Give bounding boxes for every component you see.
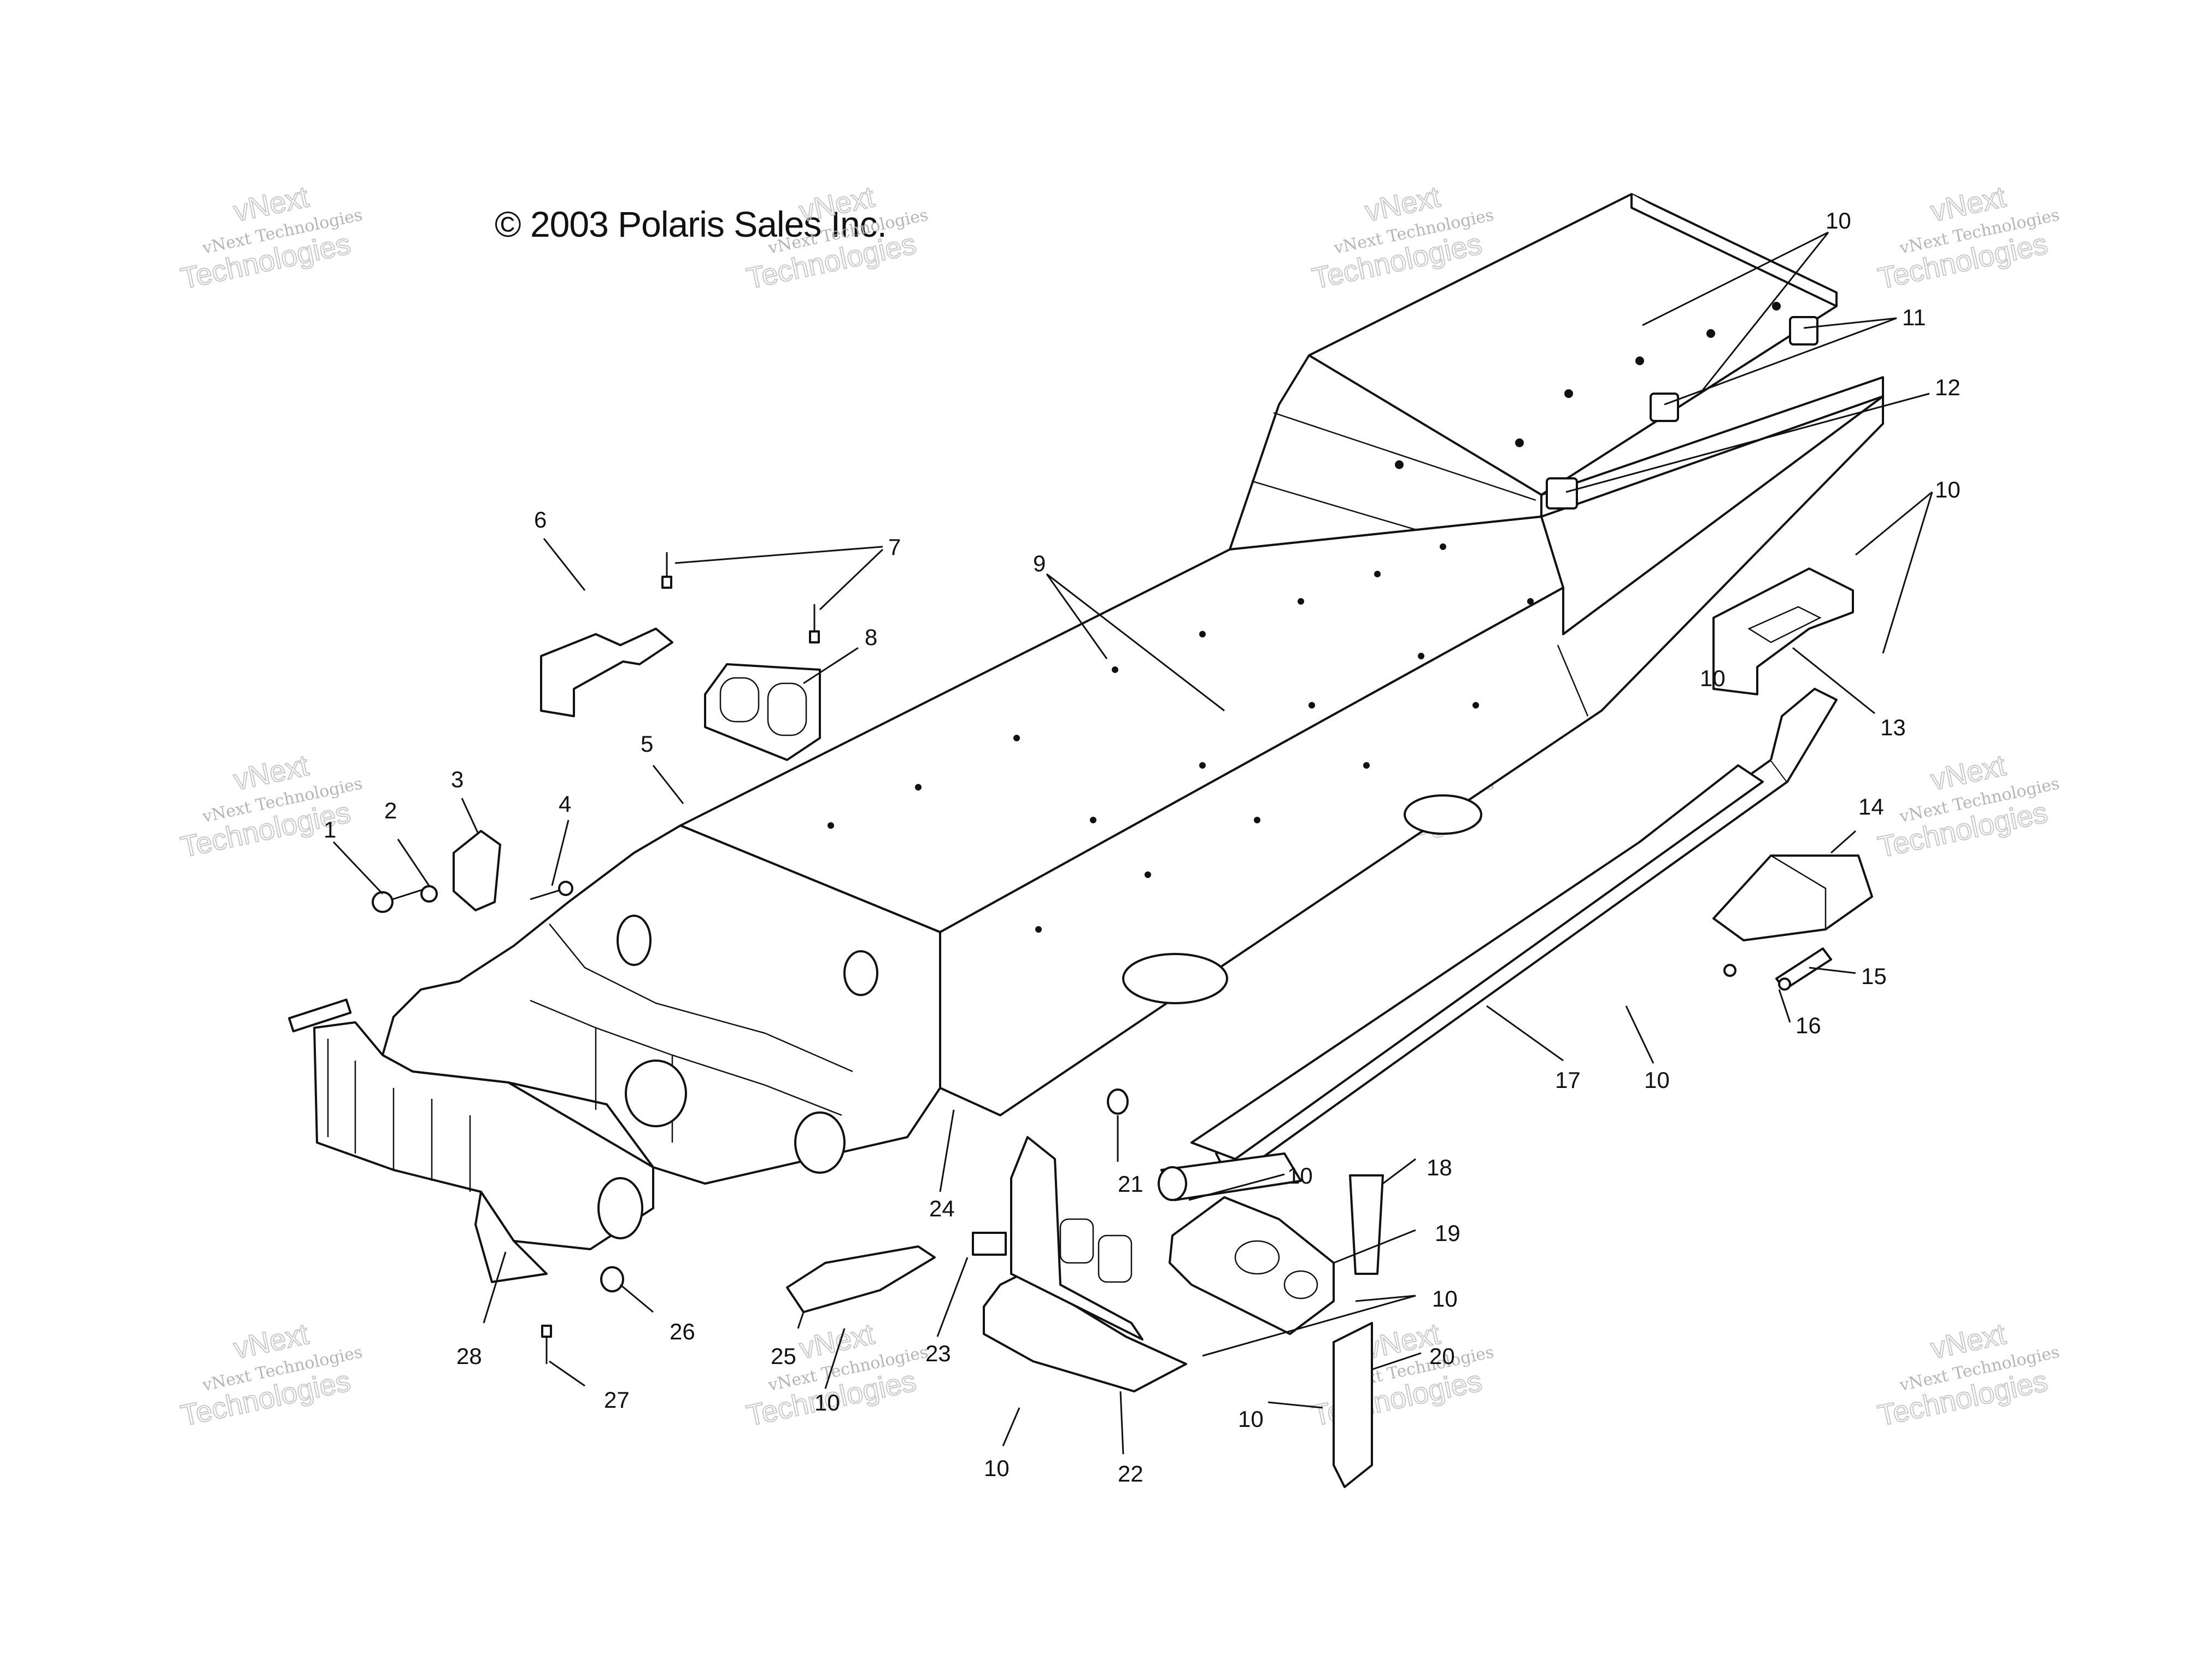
callout-10: 10	[1238, 1406, 1264, 1432]
part-22-skid	[983, 1273, 1187, 1392]
callout-7: 7	[888, 534, 901, 560]
running-board	[1158, 688, 1838, 1201]
part-8-vent	[704, 663, 821, 761]
part-19-guard	[1169, 1196, 1335, 1335]
part-4-screw	[530, 881, 573, 900]
callout-10: 10	[814, 1390, 840, 1415]
watermark: vNext vNext Technologies Technologies	[1875, 1317, 2062, 1433]
watermark: vNext vNext Technologies Technologies	[178, 748, 365, 864]
part-20-plate	[1333, 1322, 1373, 1488]
callout-14: 14	[1858, 794, 1884, 819]
callout-22: 22	[1118, 1461, 1143, 1486]
callout-10: 10	[1700, 665, 1726, 691]
callouts: 1 2 3 4 5 6 7 8 9 10 11 12 10 13 10 14 1…	[324, 208, 1961, 1486]
callout-5: 5	[641, 731, 653, 757]
callout-19: 19	[1435, 1220, 1460, 1246]
callout-17: 17	[1555, 1067, 1581, 1093]
callout-25: 25	[771, 1343, 796, 1369]
callout-20: 20	[1429, 1343, 1455, 1369]
callout-10: 10	[1826, 208, 1851, 233]
callout-16: 16	[1796, 1012, 1821, 1038]
copyright-notice: © 2003 Polaris Sales Inc.	[495, 204, 887, 244]
callout-4: 4	[559, 791, 571, 817]
callout-10: 10	[1935, 477, 1961, 502]
callout-21: 21	[1118, 1171, 1143, 1197]
part-18-tab	[1349, 1174, 1384, 1275]
callout-18: 18	[1427, 1155, 1452, 1180]
watermark: vNext vNext Technologies Technologies	[1309, 1317, 1496, 1433]
callout-26: 26	[670, 1319, 695, 1344]
part-21-plug	[1107, 1088, 1129, 1115]
callout-24: 24	[929, 1196, 955, 1221]
tunnel-holes	[828, 302, 1781, 933]
part-13-bracket	[1712, 567, 1854, 695]
callout-15: 15	[1861, 963, 1887, 989]
callout-10: 10	[1287, 1163, 1313, 1189]
part-25-pad	[786, 1245, 936, 1313]
watermark: vNext vNext Technologies Technologies	[1875, 748, 2062, 864]
watermark: vNext vNext Technologies Technologies	[1875, 180, 2062, 296]
callout-23: 23	[925, 1341, 951, 1366]
part-7-rivet	[809, 604, 820, 643]
callout-10: 10	[1432, 1286, 1458, 1312]
part-26-plug	[600, 1266, 624, 1292]
part-7-rivet	[661, 552, 672, 589]
small-parts	[372, 316, 1873, 1488]
part-24-plate	[1010, 1136, 1143, 1341]
watermark: vNext vNext Technologies Technologies	[743, 180, 930, 296]
callout-2: 2	[384, 798, 397, 823]
part-27-rivet	[541, 1325, 552, 1364]
callout-6: 6	[534, 507, 547, 532]
callout-28: 28	[456, 1343, 482, 1369]
watermark: vNext vNext Technologies Technologies	[178, 1317, 365, 1433]
part-6-bracket	[540, 628, 673, 717]
watermark: vNext vNext Technologies Technologies	[178, 180, 365, 296]
callout-3: 3	[451, 766, 463, 792]
part-2-nut	[420, 885, 438, 903]
leader-lines	[332, 231, 1933, 1455]
chassis-tunnel	[287, 193, 1884, 1283]
callout-12: 12	[1935, 374, 1961, 400]
callout-13: 13	[1880, 715, 1906, 740]
part-23-block	[972, 1232, 1007, 1256]
callout-11: 11	[1902, 305, 1926, 330]
callout-9: 9	[1033, 551, 1046, 576]
callout-27: 27	[604, 1387, 630, 1413]
tunnel-vents	[1122, 794, 1482, 1004]
callout-1: 1	[324, 817, 336, 842]
part-3-bracket	[453, 830, 501, 911]
callout-10: 10	[1644, 1067, 1670, 1093]
callout-10: 10	[984, 1455, 1010, 1481]
callout-8: 8	[865, 624, 877, 650]
